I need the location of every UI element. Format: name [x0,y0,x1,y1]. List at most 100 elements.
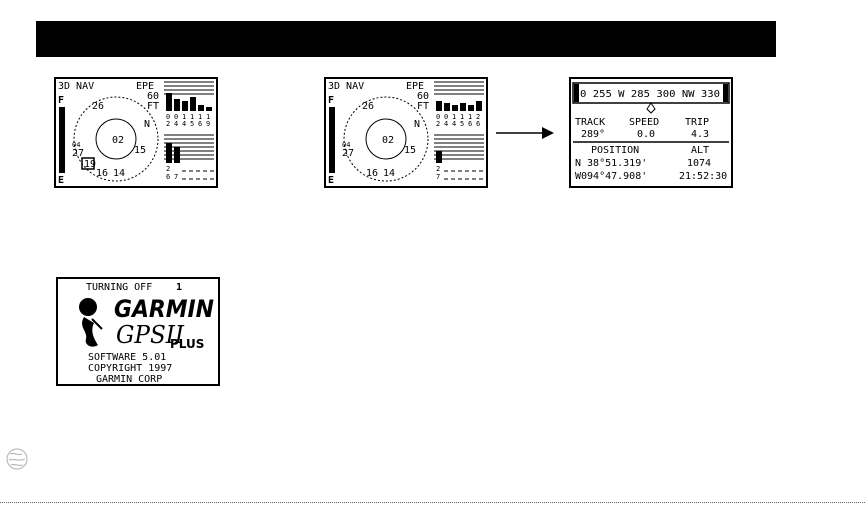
turning-off-label: TURNING OFF [86,282,152,293]
sat-id-digit: 7 [174,173,178,181]
globe-icon [6,448,28,470]
signal-bar [206,107,212,111]
copyright-text: COPYRIGHT 1997 [88,363,172,374]
nav-mode-label: 3D NAV [58,81,94,92]
sat-id-digit: 6 [166,173,170,181]
sat-id-digit: 1 [452,113,456,121]
sat-id-digit: 4 [452,120,456,128]
fuel-full-label: F [328,95,334,106]
sat-id-digit: 9 [206,120,210,128]
signal-bar [460,103,466,111]
sat-label: 14 [113,168,125,179]
sat-label: 27 [72,148,84,159]
trip-value: 4.3 [691,129,709,140]
heading-pointer-icon [646,102,656,114]
epe-unit: FT [147,101,159,112]
signal-bars [164,81,214,111]
signal-bar [182,101,188,111]
signal-bar [444,103,450,111]
epe-value: 60 [417,91,429,102]
fuel-empty-label: E [328,175,334,186]
signal-bar [198,105,204,111]
sat-id-digit: 0 [436,113,440,121]
sky-outer-ring [73,96,159,182]
signal-bars [434,81,484,111]
sat-id-digit: 1 [190,113,194,121]
garmin-globe-logo-icon [79,298,103,347]
fuel-full-label: F [58,95,64,106]
north-label: N [144,119,150,130]
sky-inner-ring [95,118,137,160]
sat-id-digit: 4 [444,120,448,128]
sat-id-digit: 6 [476,120,480,128]
signal-bar [436,151,442,163]
signal-bar [166,143,172,163]
company-name: GARMIN CORP [96,374,162,384]
page-header-bar [36,21,776,57]
sat-label: 04 [72,141,80,149]
time-value: 21:52:30 [679,171,727,182]
sat-id-digit: 1 [198,113,202,121]
plus-label: PLUS [170,337,204,351]
sat-id-digit: 5 [190,120,194,128]
signal-bar [190,97,196,111]
arrow-right-icon [496,127,554,139]
sat-id-digit: 2 [166,165,170,173]
alt-label: ALT [691,145,709,156]
altitude-value: 1074 [687,158,711,169]
signal-bar [452,105,458,111]
shutdown-screen: TURNING OFF 1 GARMIN GPSII PLUS SOFTWARE… [56,277,220,386]
signal-bars-lower [434,134,484,163]
sat-label: 27 [342,148,354,159]
sat-id-digit: 6 [468,120,472,128]
sat-label: 19 [84,159,96,170]
sat-id-digit: 4 [174,120,178,128]
sat-label: 16 [366,168,378,179]
sat-id-digit: 6 [198,120,202,128]
sat-id-digit: 1 [182,113,186,121]
sat-label: 14 [383,168,395,179]
sat-label: 16 [96,168,108,179]
software-version: SOFTWARE 5.01 [88,352,166,363]
sat-id-digit: 1 [206,113,210,121]
footer-divider [0,502,865,503]
sat-id-digit: 7 [436,173,440,181]
compass-tape-end [574,84,579,102]
epe-value: 60 [147,91,159,102]
sat-label: 02 [112,135,124,146]
sat-id-digit: 1 [468,113,472,121]
track-label: TRACK [575,117,605,128]
sat-label: 15 [404,145,416,156]
sat-id-digit: 1 [460,113,464,121]
sat-label: 15 [134,145,146,156]
sat-id-digit: 2 [436,120,440,128]
sat-label: 02 [382,135,394,146]
sat-id-digit: 5 [460,120,464,128]
sat-id-digit: 2 [436,165,440,173]
fuel-empty-label: E [58,175,64,186]
sat-label: 04 [342,141,350,149]
satellite-status-screen-2: 3D NAV EPE 60 FT F E N 26 02 15 27 04 16… [324,77,488,188]
sat-label: 26 [92,101,104,112]
speed-label: SPEED [629,117,659,128]
signal-strength-gauge [59,107,65,173]
signal-bars-lower [164,134,214,163]
sat-id-digit: 0 [174,113,178,121]
signal-strength-gauge [329,107,335,173]
signal-bar [174,99,180,111]
compass-tape-end [723,84,728,102]
model-logo: GPSII [116,321,184,349]
longitude-value: W094°47.908' [575,171,647,182]
sat-id-digit: 2 [476,113,480,121]
compass-readout: 0 255 W 285 300 NW 330 [580,89,720,100]
satellite-status-screen-1: 3D NAV EPE 60 FT F E N 26 02 15 27 04 16… [54,77,218,188]
brand-logo: GARMIN [114,295,214,323]
latitude-value: N 38°51.319' [575,158,647,169]
trip-label: TRIP [685,117,709,128]
epe-label: EPE [406,81,424,92]
sky-outer-ring [343,96,429,182]
position-screen: 0 255 W 285 300 NW 330 TRACK SPEED TRIP … [569,77,733,188]
speed-value: 0.0 [637,129,655,140]
sat-id-digit: 4 [182,120,186,128]
signal-bar [174,147,180,163]
